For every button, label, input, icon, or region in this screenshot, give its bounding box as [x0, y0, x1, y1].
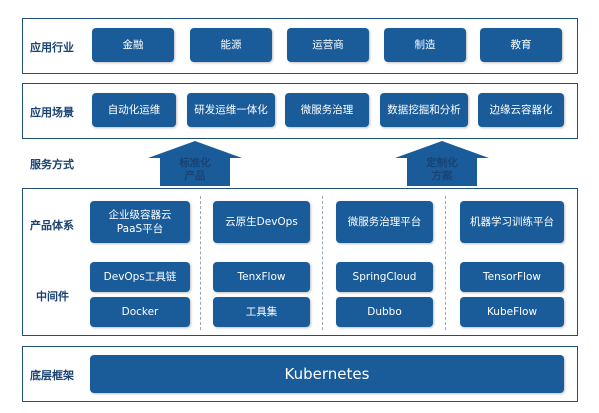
product-box-microservice: 微服务治理平台 — [336, 201, 433, 243]
base-label: 底层框架 — [30, 369, 74, 382]
middleware-docker-text: Docker — [121, 306, 159, 318]
scenario-box-automation-text: 自动化运维 — [107, 104, 161, 116]
service-label: 服务方式 — [30, 158, 74, 171]
column-separator-1 — [200, 196, 201, 330]
scenario-box-devops-text: 研发运维一体化 — [194, 104, 268, 116]
middleware-box-toolset: 工具集 — [213, 297, 310, 327]
product-paas-line2: PaaS平台 — [116, 223, 164, 235]
industry-box-carrier: 运营商 — [287, 28, 369, 62]
middleware-box-tensorflow: TensorFlow — [460, 262, 564, 292]
product-box-devops: 云原生DevOps — [213, 201, 310, 243]
middleware-box-dubbo: Dubbo — [336, 297, 433, 327]
service-arrows — [148, 141, 489, 186]
scenario-box-microservice: 微服务治理 — [285, 93, 369, 127]
base-box-kubernetes: Kubernetes — [90, 355, 564, 393]
scenario-box-edge: 边缘云容器化 — [478, 93, 564, 127]
product-label: 产品体系 — [30, 219, 74, 232]
product-ml-text: 机器学习训练平台 — [470, 216, 554, 228]
industry-box-education: 教育 — [480, 28, 562, 62]
arrow-custom-solution — [395, 141, 489, 186]
scenario-box-data-mining: 数据挖掘和分析 — [380, 93, 468, 127]
middleware-label: 中间件 — [36, 290, 69, 303]
industry-box-carrier-text: 运营商 — [312, 39, 344, 51]
arrow-custom-solution-text: 定制化 方案 — [407, 157, 477, 183]
industry-box-manufacturing-text: 制造 — [414, 39, 436, 51]
industry-box-manufacturing: 制造 — [384, 28, 466, 62]
industry-box-finance: 金融 — [92, 28, 174, 62]
middleware-dubbo-text: Dubbo — [367, 306, 402, 318]
scenario-box-devops: 研发运维一体化 — [187, 93, 275, 127]
arrow-standard-line2: 产品 — [184, 170, 206, 182]
product-box-paas: 企业级容器云 PaaS平台 — [90, 201, 190, 243]
middleware-box-tenxflow: TenxFlow — [213, 262, 310, 292]
middleware-devops-toolchain-text: DevOps工具链 — [103, 271, 177, 283]
arrow-custom-line2: 方案 — [431, 170, 453, 182]
arrow-custom-line1: 定制化 — [426, 157, 458, 169]
base-kubernetes-text: Kubernetes — [284, 365, 370, 383]
middleware-box-devops-toolchain: DevOps工具链 — [90, 262, 190, 292]
product-microservice-text: 微服务治理平台 — [347, 216, 422, 228]
scenario-box-edge-text: 边缘云容器化 — [489, 104, 553, 116]
middleware-kubeflow-text: KubeFlow — [486, 306, 538, 318]
industry-box-energy-text: 能源 — [220, 39, 242, 51]
scenario-box-microservice-text: 微服务治理 — [300, 104, 354, 116]
scenario-box-data-mining-text: 数据挖掘和分析 — [387, 104, 461, 116]
arrow-standard-product-text: 标准化 产品 — [160, 157, 230, 183]
industry-box-finance-text: 金融 — [122, 39, 144, 51]
industry-box-education-text: 教育 — [510, 39, 532, 51]
middleware-toolset-text: 工具集 — [245, 306, 278, 318]
middleware-box-docker: Docker — [90, 297, 190, 327]
column-separator-3 — [445, 196, 446, 330]
industry-box-energy: 能源 — [190, 28, 272, 62]
middleware-tensorflow-text: TensorFlow — [483, 271, 541, 283]
product-devops-text: 云原生DevOps — [225, 216, 298, 228]
column-separator-2 — [322, 196, 323, 330]
middleware-springcloud-text: SpringCloud — [352, 271, 417, 283]
product-box-ml: 机器学习训练平台 — [460, 201, 564, 243]
industry-label: 应用行业 — [30, 41, 74, 54]
middleware-box-springcloud: SpringCloud — [336, 262, 433, 292]
scenario-label: 应用场景 — [30, 106, 74, 119]
arrow-standard-product — [148, 141, 242, 186]
arrow-standard-line1: 标准化 — [179, 157, 211, 169]
product-paas-line1: 企业级容器云 — [108, 209, 172, 221]
middleware-tenxflow-text: TenxFlow — [237, 271, 286, 283]
scenario-box-automation: 自动化运维 — [92, 93, 176, 127]
middleware-box-kubeflow: KubeFlow — [460, 297, 564, 327]
